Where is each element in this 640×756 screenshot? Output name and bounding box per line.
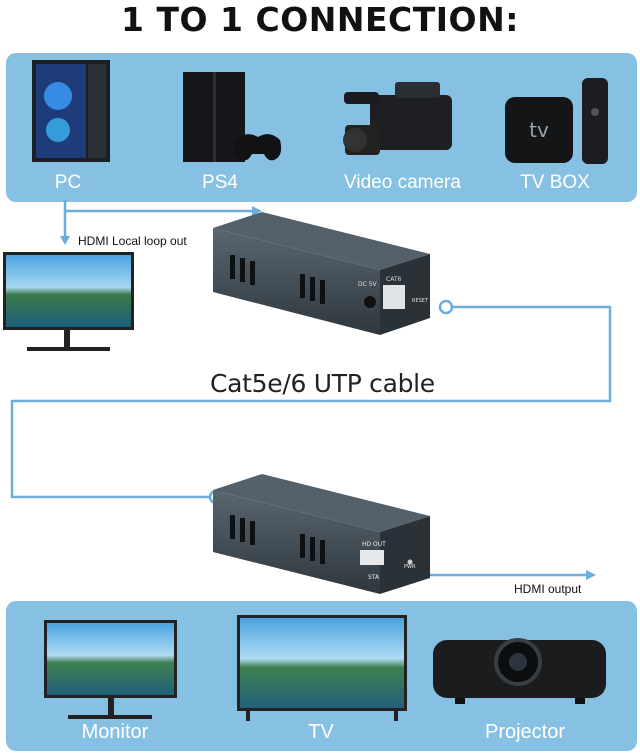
destination-label-tv: TV	[308, 721, 334, 743]
receiver-port-label-pwr: PWR	[404, 564, 416, 570]
hdmi-output-label: HDMI output	[514, 582, 582, 596]
arrow-icon	[252, 206, 262, 216]
arrow-icon	[586, 570, 596, 580]
tv-box-icon: tv	[505, 78, 608, 164]
transmitter-port-label-cat6: CAT6	[386, 276, 402, 283]
loop-out-label: HDMI Local loop out	[78, 234, 187, 248]
source-label-tv-box: TV BOX	[520, 172, 590, 193]
receiver-port-label-hdout: HD OUT	[362, 541, 386, 548]
transmitter-port-label-reset: RESET	[412, 298, 429, 304]
source-label-ps4: PS4	[202, 172, 238, 193]
arrow-icon	[60, 236, 70, 245]
receiver-port-label-sta: STA	[368, 574, 380, 581]
page-title: 1 TO 1 CONNECTION:	[121, 0, 519, 39]
loop-out-monitor-icon	[3, 252, 134, 351]
source-label-pc: PC	[54, 172, 82, 193]
pc-tower-icon	[32, 60, 110, 162]
video-camera-icon	[343, 82, 452, 155]
transmitter-port-label-dc: DC 5V	[358, 281, 377, 288]
svg-text:tv: tv	[529, 118, 549, 142]
transmitter-box-icon	[213, 212, 430, 335]
signal-lines	[10, 200, 612, 577]
connector-dot-icon	[438, 299, 454, 315]
destination-label-monitor: Monitor	[81, 721, 149, 743]
source-label-video-camera: Video camera	[344, 172, 461, 193]
receiver-box-icon	[213, 474, 430, 594]
destination-label-projector: Projector	[484, 721, 566, 743]
cable-label: Cat5e/6 UTP cable	[210, 369, 435, 398]
ps4-console-icon	[183, 72, 282, 162]
